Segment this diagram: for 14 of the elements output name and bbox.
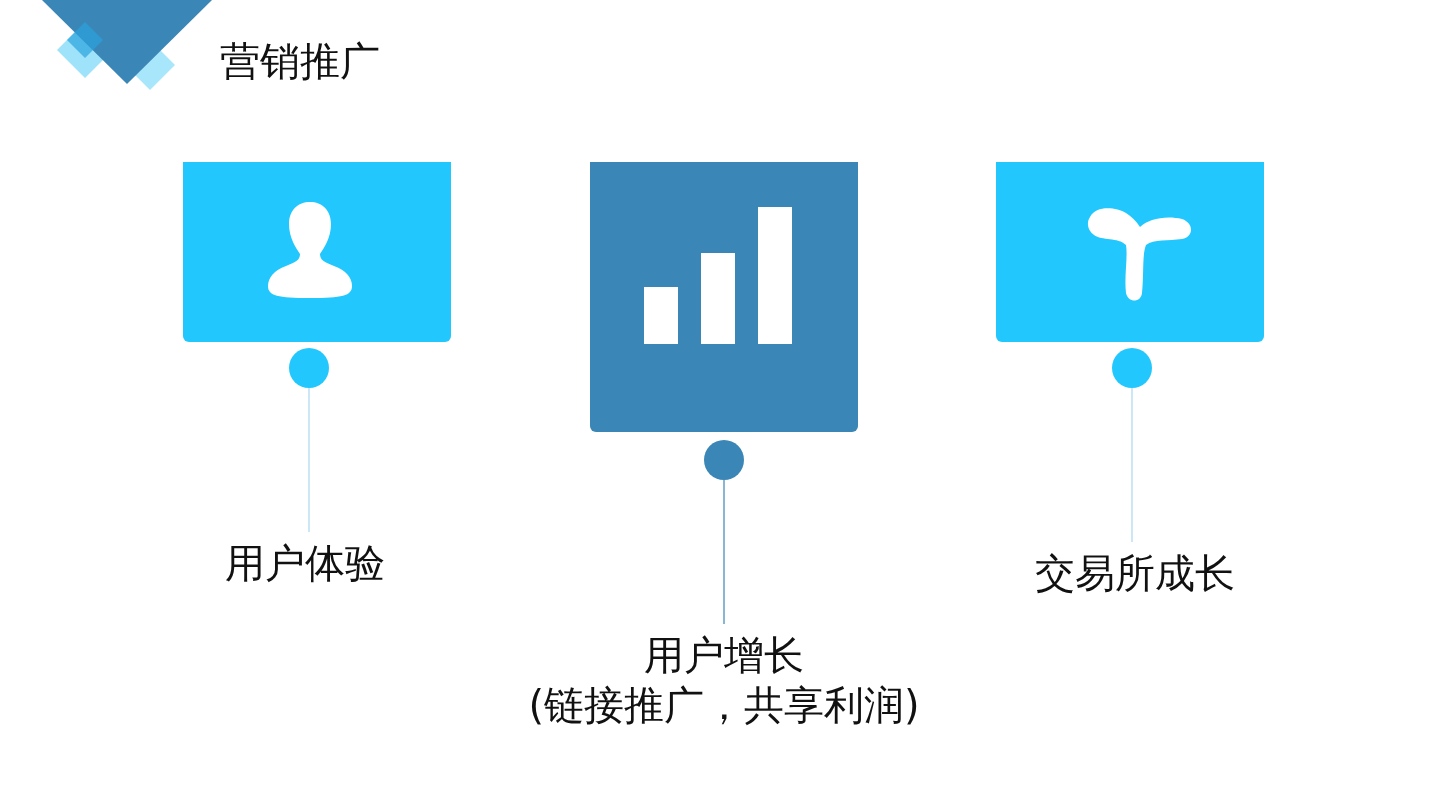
item-label: (链接推广，共享利润) (528, 681, 920, 730)
item-label: 交易所成长 (1035, 549, 1235, 598)
leader-line (1131, 387, 1133, 543)
icon-card (996, 162, 1264, 342)
leader-line (723, 479, 725, 625)
item-label: 用户增长 (644, 631, 804, 680)
page-title: 营销推广 (220, 37, 380, 86)
leader-line (308, 387, 310, 533)
connector-dot (289, 348, 329, 388)
connector-dot (1112, 348, 1152, 388)
connector-dot (704, 440, 744, 480)
icon-card (183, 162, 451, 342)
icon-card (590, 162, 858, 432)
item-label: 用户体验 (225, 539, 385, 588)
